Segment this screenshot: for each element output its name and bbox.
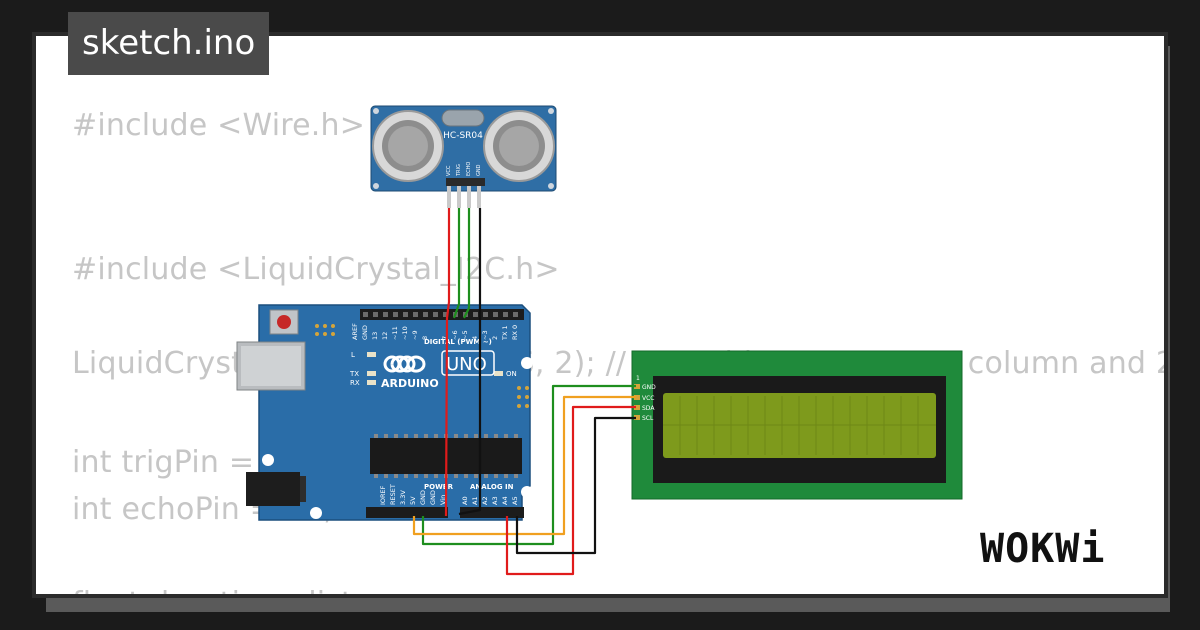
wire-echo-to-d10[interactable]: [463, 208, 471, 319]
arduino-brand-label: ARDUINO: [381, 377, 439, 390]
arduino-uno-board[interactable]: AREF GND 13 12 ~11 ~10 ~9 8 7 ~6 ~5 4 ~3…: [236, 304, 533, 521]
lcd-pin-vcc-label: VCC: [642, 395, 654, 402]
power-header-label: POWER: [424, 483, 454, 491]
pin-label-a2: A2: [481, 496, 489, 505]
code-line-2: #include <LiquidCrystal_I2C.h>: [72, 252, 560, 287]
pin-label-tx: TX 1: [501, 325, 509, 341]
pin-label-a4: A4: [501, 496, 509, 505]
pin-label-gnd-1: GND: [419, 490, 427, 505]
led-l: [367, 352, 376, 357]
sensor-pin-echo-label: ECHO: [466, 162, 472, 176]
sensor-transducer-right: [483, 110, 555, 182]
led-tx-label: TX: [349, 370, 359, 378]
pin-label-3v3: 3.3V: [399, 490, 407, 505]
analog-header[interactable]: [460, 507, 524, 518]
power-header[interactable]: [366, 507, 448, 518]
led-l-label: L: [351, 351, 355, 359]
wire-lcd-scl[interactable]: [515, 416, 636, 555]
pin-label-a0: A0: [461, 496, 469, 505]
wokwi-logo-mark: WOKWi: [980, 526, 1105, 572]
wire-lcd-sda[interactable]: [505, 405, 636, 576]
wokwi-logo-text: WOKWi: [980, 526, 1105, 572]
led-on-label: ON: [506, 370, 517, 378]
sensor-label: HC-SR04: [443, 131, 483, 141]
code-line-1: #include <Wire.h>: [72, 108, 366, 143]
pin-label-11: ~11: [391, 326, 399, 340]
analog-header-label: ANALOG IN: [470, 483, 514, 491]
pin-label-a5: A5: [511, 496, 519, 505]
lcd-1602-i2c[interactable]: 1 GND VCC SDA SCL: [631, 350, 963, 500]
pin-label-13: 13: [371, 332, 379, 340]
pin-label-a1: A1: [471, 496, 479, 505]
wokwi-logo[interactable]: WOKWi: [978, 524, 1153, 580]
pin-label-6: ~6: [451, 330, 459, 340]
lcd-pin-sda-label: SDA: [642, 405, 655, 412]
lcd-pin-gnd-label: GND: [642, 384, 656, 391]
led-rx-label: RX: [350, 379, 360, 387]
sensor-pin-vcc-label: VCC: [446, 165, 452, 176]
led-tx: [367, 371, 376, 376]
pin-label-7: 7: [441, 336, 449, 340]
pin-label-3: ~3: [481, 330, 489, 340]
hc-sr04-sensor[interactable]: HC-SR04 VCC TRIG ECHO GND: [370, 105, 557, 208]
wire-trig-to-d9[interactable]: [452, 208, 461, 319]
pin-label-10: ~10: [401, 326, 409, 340]
pin-label-a3: A3: [491, 496, 499, 505]
lcd-pin-scl-label: SCL: [642, 415, 654, 422]
pin-label-8: 8: [421, 336, 429, 340]
arduino-logo: ARDUINO: [381, 355, 439, 390]
reset-button[interactable]: [269, 309, 299, 335]
code-line-6: float duration, distance;: [72, 586, 436, 594]
wire-vcc-to-5v[interactable]: [444, 208, 451, 517]
pin-label-reset: RESET: [389, 484, 397, 505]
lcd-pin-1-marker: 1: [636, 375, 640, 382]
pin-label-9: ~9: [411, 330, 419, 340]
led-on: [494, 371, 503, 376]
sensor-transducer-left: [372, 110, 444, 182]
arduino-model-label: UNO: [446, 354, 487, 375]
pin-label-ioref: IOREF: [379, 485, 387, 505]
pin-label-gnd-top: GND: [361, 325, 369, 340]
pin-label-5: ~5: [461, 330, 469, 340]
sensor-pin-gnd-label: GND: [476, 164, 482, 176]
wire-gnd-to-gnd[interactable]: [458, 208, 482, 516]
digital-header-label: DIGITAL (PWM ~): [424, 338, 492, 346]
pin-label-2: 2: [491, 336, 499, 340]
pin-label-12: 12: [381, 332, 389, 340]
pin-label-vin: Vin: [439, 495, 447, 505]
pin-label-4: 4: [471, 336, 479, 340]
sensor-pin-trig-label: TRIG: [456, 164, 462, 177]
pin-label-gnd-2: GND: [429, 490, 437, 505]
pin-label-5v: 5V: [409, 496, 417, 505]
wire-lcd-vcc[interactable]: [412, 395, 636, 536]
digital-header[interactable]: [360, 309, 524, 320]
pin-label-rx: RX 0: [511, 325, 519, 340]
sketch-filename-tab[interactable]: sketch.ino: [68, 12, 270, 75]
pin-label-aref: AREF: [351, 323, 359, 340]
led-rx: [367, 380, 376, 385]
